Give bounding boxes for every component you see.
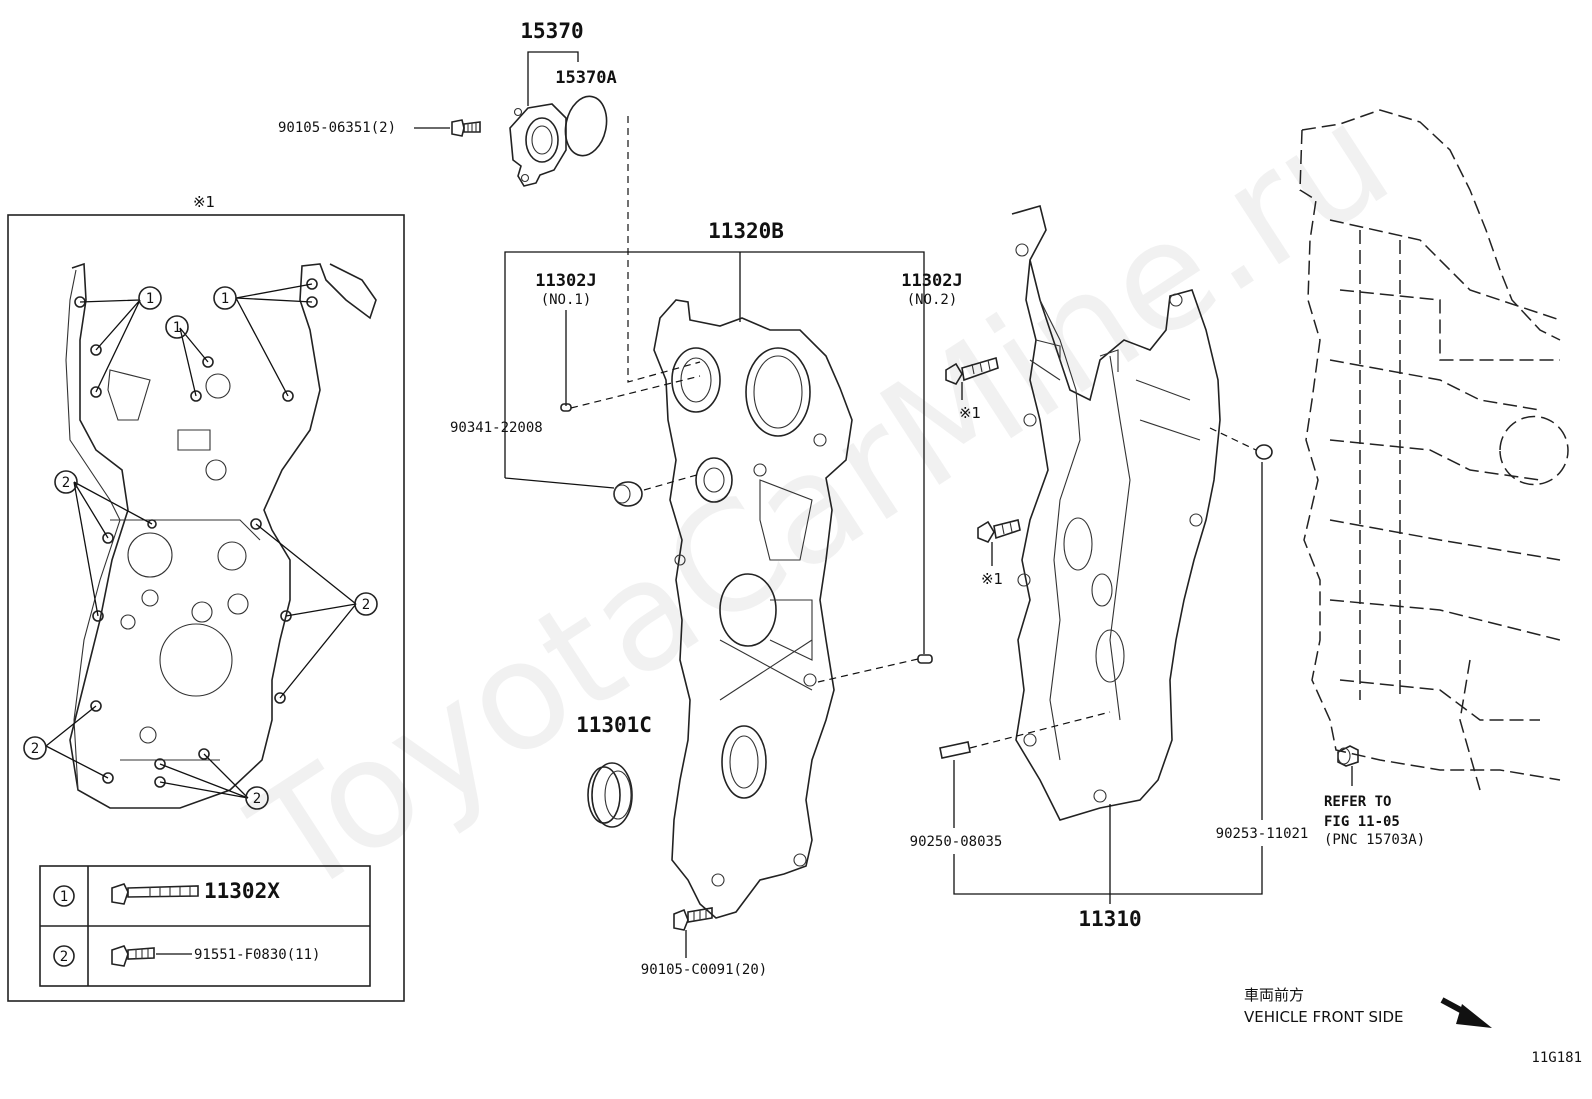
refer-line1: REFER TO [1324, 794, 1391, 810]
refer-line2: FIG 11-05 [1324, 814, 1400, 830]
svg-text:2: 2 [362, 597, 370, 613]
watermark: ToyotaCarMine.ru [224, 71, 1419, 931]
dash-dowel2-to-cover [817, 658, 919, 683]
svg-text:1: 1 [221, 291, 229, 307]
front-arrow-icon [1440, 997, 1492, 1028]
part-dowel-11302J-2[interactable] [917, 654, 933, 664]
inset-title: ※1 [193, 193, 215, 211]
dash-plug-to-cover [643, 473, 701, 491]
engine-block-ghost [1299, 109, 1569, 791]
bolt-mark1-a[interactable] [945, 356, 999, 385]
part-15370-bearing-housing[interactable] [509, 103, 567, 187]
label-90253-11021: 90253-11021 [1216, 826, 1309, 842]
bolt-90105-06351[interactable] [451, 119, 481, 137]
legend-bolt-2-icon [111, 945, 155, 967]
diagram-id: 11G181 [1531, 1050, 1582, 1066]
part-90341-plug[interactable] [613, 481, 643, 507]
part-90250-08035-pin[interactable] [939, 741, 971, 759]
svg-text:2: 2 [62, 475, 70, 491]
legend-part-91551: 91551-F0830(11) [194, 947, 320, 963]
leader-11320B-bracket [504, 251, 925, 654]
dash-15370-to-cover [627, 116, 701, 383]
inset-timing-cover-outline [65, 262, 377, 809]
label-bolt-top: 90105-06351(2) [278, 120, 396, 136]
svg-text:2: 2 [31, 741, 39, 757]
label-11301C: 11301C [576, 713, 652, 737]
svg-text:1: 1 [173, 320, 181, 336]
legend-part-11302X: 11302X [204, 879, 280, 903]
inset-callout-markers: 1 1 1 2 2 2 2 [23, 286, 378, 810]
label-90250-08035: 90250-08035 [910, 834, 1003, 850]
refer-line3: (PNC 15703A) [1324, 832, 1425, 848]
front-label-en: VEHICLE FRONT SIDE [1244, 1008, 1404, 1026]
leader-15370 [527, 51, 579, 106]
leader-11310-bracket [953, 804, 1263, 904]
bolt-90105-C0091[interactable] [673, 907, 713, 931]
label-11302J-1-sub: (NO.1) [541, 292, 592, 308]
part-15370A-o-ring[interactable] [560, 92, 612, 159]
svg-text:1: 1 [146, 291, 154, 307]
label-mark1-a: ※1 [959, 404, 981, 422]
label-mark1-b: ※1 [981, 570, 1003, 588]
part-90253-11021-plug[interactable] [1255, 444, 1273, 460]
legend-bolt-1-icon [111, 883, 199, 905]
part-11301C-oil-seal[interactable] [587, 762, 633, 828]
svg-text:2: 2 [253, 791, 261, 807]
dash-plug-to-case [1209, 427, 1257, 451]
dash-dowel1-to-cover [570, 375, 701, 409]
label-15370: 15370 [520, 19, 583, 43]
inset-legend-table: 1 2 11302X 91551-F0830(11) [39, 865, 371, 987]
legend-key-1: 1 [60, 889, 68, 905]
label-90341-22008: 90341-22008 [450, 420, 543, 436]
part-11310-timing-case[interactable] [1011, 205, 1221, 821]
label-11302J-1: 11302J [535, 271, 596, 291]
inset-bolt-holes [74, 278, 318, 788]
part-11320B-timing-cover[interactable] [653, 299, 853, 919]
part-15703A-oil-jet[interactable] [1337, 745, 1359, 767]
label-11302J-2-sub: (NO.2) [907, 292, 958, 308]
legend-key-2: 2 [60, 949, 68, 965]
label-bolt-bottom: 90105-C0091(20) [641, 962, 767, 978]
label-15370A: 15370A [555, 68, 616, 88]
label-11310: 11310 [1078, 907, 1141, 931]
label-11320B: 11320B [708, 219, 784, 243]
front-label-jp: 車両前方 [1244, 986, 1304, 1004]
inset-leaders [45, 283, 357, 799]
leader-11320B-plug [504, 477, 615, 489]
inset-box [7, 214, 405, 1002]
bolt-mark1-b[interactable] [977, 519, 1021, 543]
label-11302J-2: 11302J [901, 271, 962, 291]
dash-pin-to-case [969, 711, 1111, 749]
